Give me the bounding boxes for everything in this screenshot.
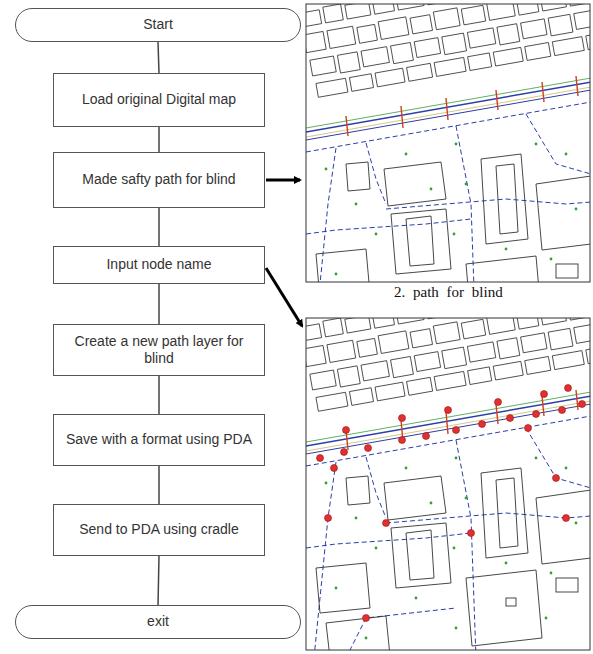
process-box: Create a new path layer for blind bbox=[53, 324, 265, 376]
process-box: Send to PDA using cradle bbox=[53, 504, 265, 556]
process-box: Load original Digital map bbox=[53, 73, 265, 127]
flow-connector bbox=[159, 376, 160, 414]
flow-connector bbox=[158, 556, 159, 605]
terminal-shape: Start bbox=[15, 8, 301, 42]
flow-connector bbox=[159, 284, 160, 324]
node-text: Made safty path for blind bbox=[82, 171, 235, 189]
flow-connector bbox=[158, 42, 159, 73]
node-text: Input node name bbox=[106, 256, 211, 274]
figure-caption: 2. path for blind bbox=[390, 284, 507, 301]
node-text: Send to PDA using cradle bbox=[79, 521, 239, 539]
terminal-shape: exit bbox=[15, 605, 301, 639]
process-box: Input node name bbox=[53, 246, 265, 284]
flow-connector bbox=[159, 208, 160, 246]
flow-connector bbox=[159, 127, 160, 152]
process-box: Made safty path for blind bbox=[53, 152, 265, 208]
flow-connector bbox=[159, 466, 160, 504]
node-text: Load original Digital map bbox=[82, 91, 236, 109]
node-text: Save with a format using PDA bbox=[66, 431, 252, 449]
node-text: Create a new path layer for blind bbox=[64, 333, 254, 368]
node-text: exit bbox=[147, 613, 169, 631]
process-box: Save with a format using PDA bbox=[53, 414, 265, 466]
node-text: Start bbox=[143, 16, 173, 34]
